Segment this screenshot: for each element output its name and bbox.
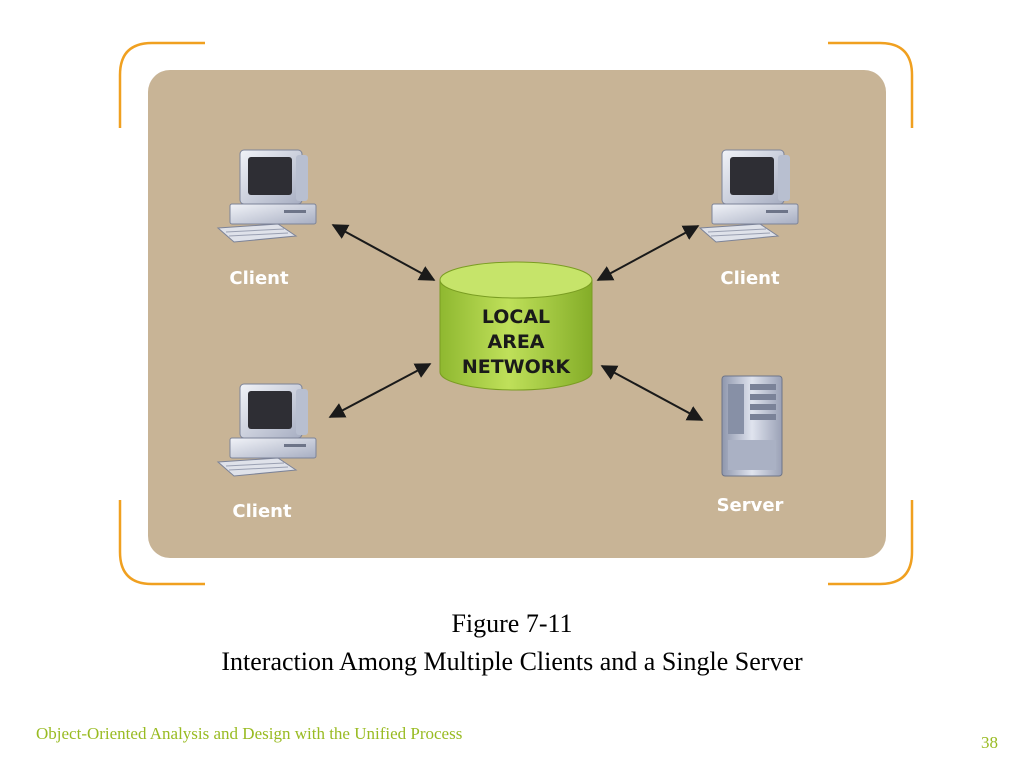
page-number: 38 [981,733,998,752]
figure-number: Figure 7-11 [451,609,573,638]
network-label-line2: AREA [487,331,544,353]
server-icon [721,375,783,477]
client-node-top-left: Client [217,149,317,289]
footer-course-title: Object-Oriented Analysis and Design with… [36,724,463,743]
client-node-bottom-left: Client [217,383,317,522]
figure-title: Interaction Among Multiple Clients and a… [221,647,803,676]
connectors [328,224,704,421]
client-label: Client [229,268,289,289]
arrow-client-top-right [596,225,700,281]
arrow-client-bottom-left [328,363,432,418]
frame-brackets [118,41,914,586]
network-label-line1: LOCAL [482,306,550,328]
arrow-server [600,365,704,421]
server-node: Server [717,375,784,516]
client-label: Client [232,501,292,522]
network-label-line3: NETWORK [462,356,572,378]
client-label: Client [720,268,780,289]
server-label: Server [717,495,784,516]
arrow-client-top-left [331,224,436,281]
network-node: LOCAL AREA NETWORK [439,261,593,391]
client-node-top-right: Client [699,149,799,289]
